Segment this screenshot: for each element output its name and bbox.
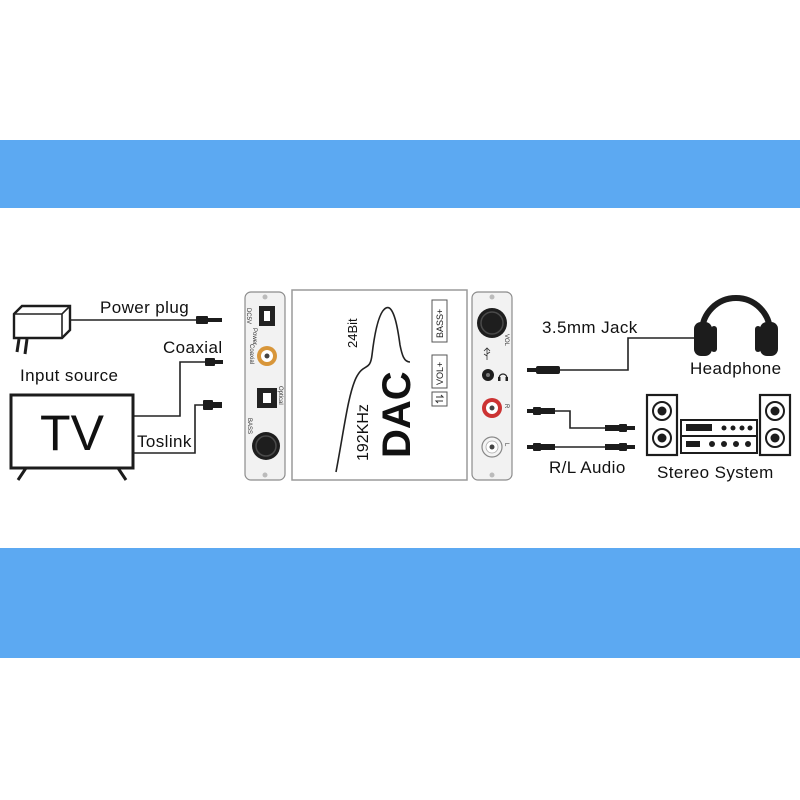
receiver-unit	[680, 419, 758, 454]
panel-screw	[262, 294, 268, 300]
toslink-cable	[133, 404, 203, 454]
dac-top-face: 192KHz 24Bit DAC BASS+ VOL+	[291, 289, 468, 481]
power-plug-connector	[196, 316, 222, 324]
bass-plus-button	[431, 299, 448, 343]
power-adapter-icon	[12, 304, 72, 355]
top-blue-band	[0, 140, 800, 208]
right-channel-label: R	[503, 404, 509, 409]
coaxial-jack	[257, 346, 277, 366]
headphone-cable	[560, 337, 694, 371]
panel-screw	[489, 294, 495, 300]
power-label: Power	[251, 328, 257, 345]
volume-knob	[477, 308, 507, 338]
headphone-icon	[694, 295, 778, 356]
vol-plus-button	[431, 354, 448, 389]
bass-knob	[252, 432, 280, 460]
rca-cable-right-plugs	[605, 424, 635, 451]
dc-label: DC5V	[245, 308, 251, 324]
right-speaker	[758, 393, 792, 457]
waveform-graphic	[335, 307, 411, 473]
stereo-system-label: Stereo System	[657, 463, 774, 482]
rca-cable-upper	[555, 410, 605, 429]
power-plug-label: Power plug	[100, 298, 189, 317]
usb-icon	[483, 347, 491, 360]
dac-bit-depth: 24Bit	[345, 318, 360, 348]
toslink-plug-connector	[203, 400, 222, 410]
tv-screen-text: TV	[40, 405, 105, 461]
panel-screw	[489, 472, 495, 478]
dac-sample-rate: 192KHz	[355, 404, 372, 461]
tv-icon: TV	[9, 393, 135, 481]
rca-left-output-jack	[481, 436, 503, 458]
bass-plus-label: BASS+	[435, 309, 445, 338]
jack-plug-connector	[527, 366, 560, 374]
coaxial-cable	[133, 361, 205, 417]
headphone-jack	[482, 369, 494, 381]
headphone-label: Headphone	[690, 359, 782, 378]
coaxial-plug-connector	[205, 358, 223, 366]
dac-title: DAC	[375, 371, 419, 458]
jack-label: 3.5mm Jack	[542, 318, 638, 337]
bass-label: BASS	[246, 418, 252, 434]
input-source-label: Input source	[20, 366, 118, 385]
headphone-small-icon	[498, 373, 508, 381]
dac-left-panel: DC5V Power Coaxial Optical BASS	[244, 291, 286, 481]
optical-port	[257, 388, 277, 408]
bottom-blue-band	[0, 548, 800, 658]
vol-label: VOL	[503, 334, 509, 347]
panel-screw	[262, 472, 268, 478]
coaxial-label: Coaxial	[163, 338, 223, 357]
dac-right-panel: VOL R L	[471, 291, 513, 481]
swap-arrows-icon	[431, 391, 448, 407]
rl-audio-label: R/L Audio	[549, 458, 626, 477]
coaxial-jack-label: Coaxial	[248, 344, 254, 364]
left-speaker	[645, 393, 679, 457]
optical-label: Optical	[277, 386, 283, 405]
vol-plus-label: VOL+	[435, 362, 445, 385]
rca-right-output-jack	[482, 398, 502, 418]
left-channel-label: L	[503, 443, 509, 447]
stereo-system-icon	[645, 393, 792, 457]
dc-power-jack	[259, 306, 275, 326]
toslink-label: Toslink	[137, 432, 192, 451]
rca-cable-left-plugs	[527, 407, 555, 451]
